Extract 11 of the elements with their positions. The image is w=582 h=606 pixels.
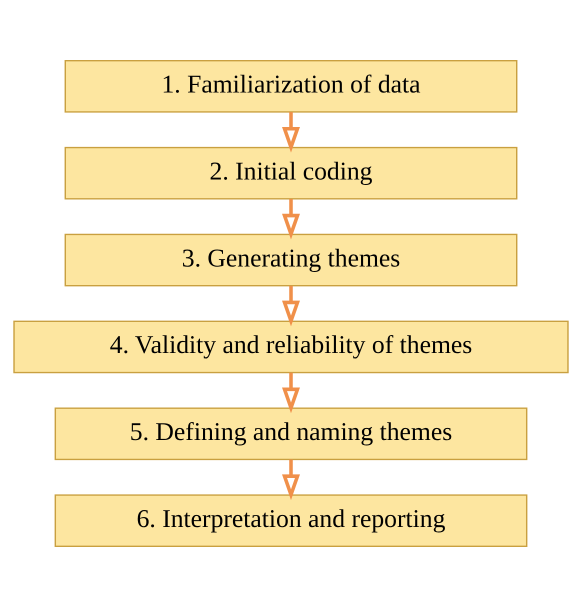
node-box: 1. Familiarization of data bbox=[64, 59, 518, 112]
arrow bbox=[282, 198, 300, 239]
node-box: 5. Defining and naming themes bbox=[54, 406, 528, 460]
arrow bbox=[282, 372, 300, 413]
node-box: 2. Initial coding bbox=[64, 146, 518, 200]
arrow bbox=[282, 459, 300, 500]
node-box: 3. Generating themes bbox=[64, 233, 518, 286]
node-box: 6. Interpretation and reporting bbox=[54, 494, 528, 547]
arrow bbox=[282, 285, 300, 326]
arrow bbox=[282, 112, 300, 152]
node-box: 4. Validity and reliability of themes bbox=[13, 320, 569, 373]
